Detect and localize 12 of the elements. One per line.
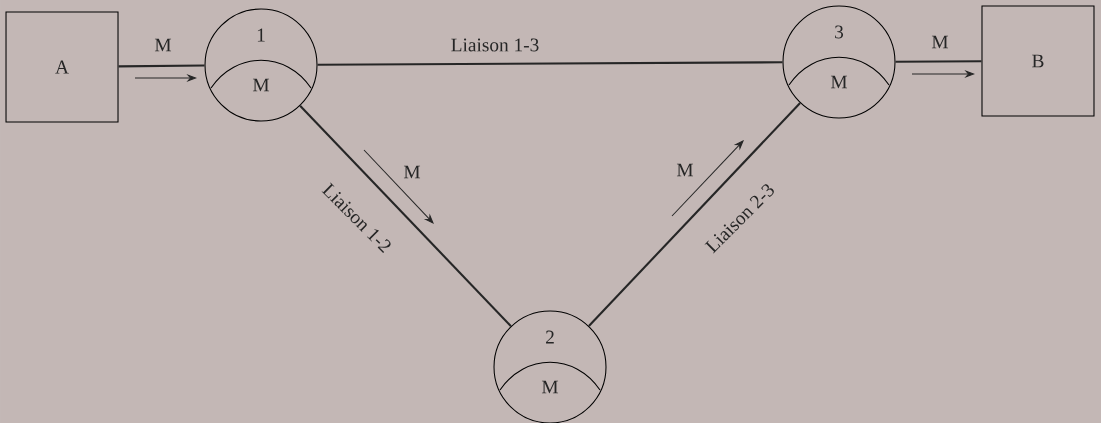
connection-line (299, 105, 512, 327)
flow-label: M (403, 165, 421, 179)
square-box: A (5, 11, 119, 123)
flow-label: M (676, 163, 694, 177)
connection-line (317, 61, 783, 66)
edge-label: Liaison 1-3 (451, 38, 539, 52)
edge-label: M (154, 38, 172, 52)
connection-line (895, 60, 982, 63)
connection-line (118, 64, 205, 68)
connection-line (588, 102, 801, 327)
edge-label: M (931, 35, 948, 49)
square-box: B (981, 5, 1095, 117)
